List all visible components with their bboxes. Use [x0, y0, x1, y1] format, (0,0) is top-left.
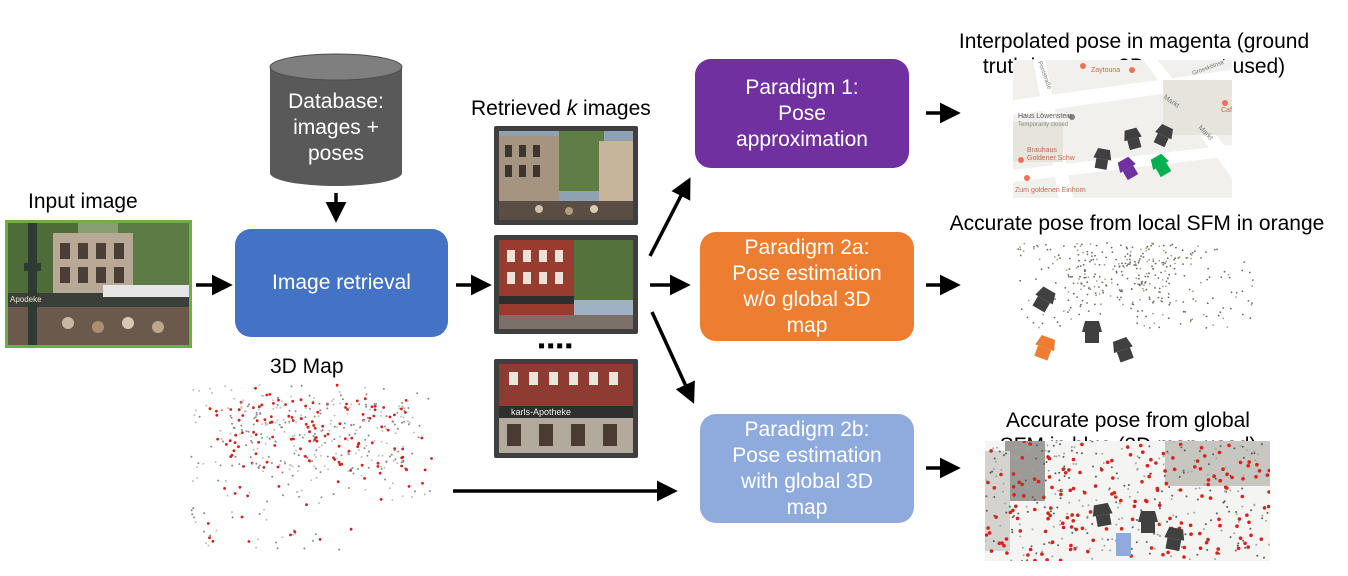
street-map-output: Zaytouna Haus Löwenstein Temporarily clo…	[1013, 60, 1232, 198]
database-text: Database: images + poses	[288, 89, 384, 165]
map-label-zaytouna: Zaytouna	[1091, 67, 1120, 74]
camera-icon-green	[1150, 153, 1172, 178]
retrieved-label-k: k	[566, 97, 578, 120]
paradigm-1-label: Paradigm 1: Pose approximation	[736, 75, 868, 151]
arrow-images-to-p2b	[650, 311, 695, 404]
map-label-einhorn: Zum goldenen Einhorn	[1015, 187, 1086, 194]
retrieved-k-images-label: Retrieved k images	[471, 96, 651, 121]
retrieved-label-pre: Retrieved	[471, 97, 567, 120]
camera-icon-orange	[1034, 335, 1055, 361]
paradigm-1-box: Paradigm 1: Pose approximation	[695, 59, 909, 168]
retrieved-photo-2	[499, 240, 633, 329]
camera-icon-gt-2	[1124, 127, 1142, 151]
camera-icon-local-2	[1082, 321, 1102, 343]
3d-map-cloud-points	[190, 383, 433, 551]
camera-icon-local-3	[1113, 337, 1134, 363]
retrieved-image-k: karls-Apotheke	[494, 359, 638, 458]
shop-sign-text: karls-Apotheke	[511, 407, 571, 417]
paradigm-2a-box: Paradigm 2a: Pose estimation w/o global …	[700, 232, 914, 341]
paradigm-2a-label: Paradigm 2a: Pose estimation w/o global …	[732, 235, 882, 337]
camera-icon-global-1	[1092, 502, 1113, 527]
map-label-goldener: Goldener Schw	[1027, 155, 1076, 162]
retrieved-photo-1	[499, 131, 633, 220]
global-sfm-svg	[985, 441, 1270, 561]
camera-icon-gt-3	[1153, 124, 1173, 148]
output-2a-caption: Accurate pose from local SFM in orange	[938, 211, 1336, 236]
paradigm-2b-box: Paradigm 2b: Pose estimation with global…	[700, 414, 914, 523]
camera-icon-local-1	[1032, 286, 1056, 313]
3d-map-label: 3D Map	[270, 355, 344, 378]
retrieved-image-1	[494, 126, 638, 225]
retrieved-photo-k: karls-Apotheke	[499, 364, 633, 453]
map-label-haus: Haus Löwenstein	[1018, 113, 1072, 120]
camera-icon-gt-1	[1093, 148, 1112, 170]
input-sign-text: Apodeke	[10, 295, 42, 304]
retrieved-label-post: images	[577, 97, 651, 120]
street-scene-illustration: Apodeke	[8, 223, 189, 345]
image-retrieval-label: Image retrieval	[272, 271, 411, 294]
camera-icon-magenta	[1117, 156, 1139, 181]
retrieved-image-2	[494, 235, 638, 334]
camera-icon-global-3	[1164, 526, 1185, 551]
database-label: Database: images + poses	[270, 85, 402, 170]
input-image: Apodeke	[5, 220, 192, 348]
local-sfm-output	[998, 238, 1258, 370]
map-label-brauhaus: Brauhaus	[1027, 147, 1057, 154]
more-images-dots: ▪▪▪▪	[538, 335, 575, 357]
local-sfm-points	[1017, 242, 1254, 329]
camera-icon-blue	[1116, 533, 1131, 556]
paradigm-2b-label: Paradigm 2b: Pose estimation with global…	[732, 417, 882, 519]
global-sfm-points	[985, 441, 1270, 561]
local-sfm-svg	[1017, 242, 1254, 363]
input-image-label: Input image	[28, 190, 138, 213]
image-retrieval-box: Image retrieval	[235, 229, 448, 337]
output-2a-caption-text: Accurate pose from local SFM in orange	[949, 212, 1325, 235]
camera-icon-global-2	[1138, 511, 1158, 533]
arrow-images-to-p1	[648, 177, 691, 257]
global-sfm-output	[985, 441, 1270, 561]
street-map-svg: Zaytouna Haus Löwenstein Temporarily clo…	[1013, 60, 1232, 198]
map-label-caf: Caf	[1221, 107, 1232, 114]
map-label-closed: Temporarily closed	[1018, 122, 1068, 128]
